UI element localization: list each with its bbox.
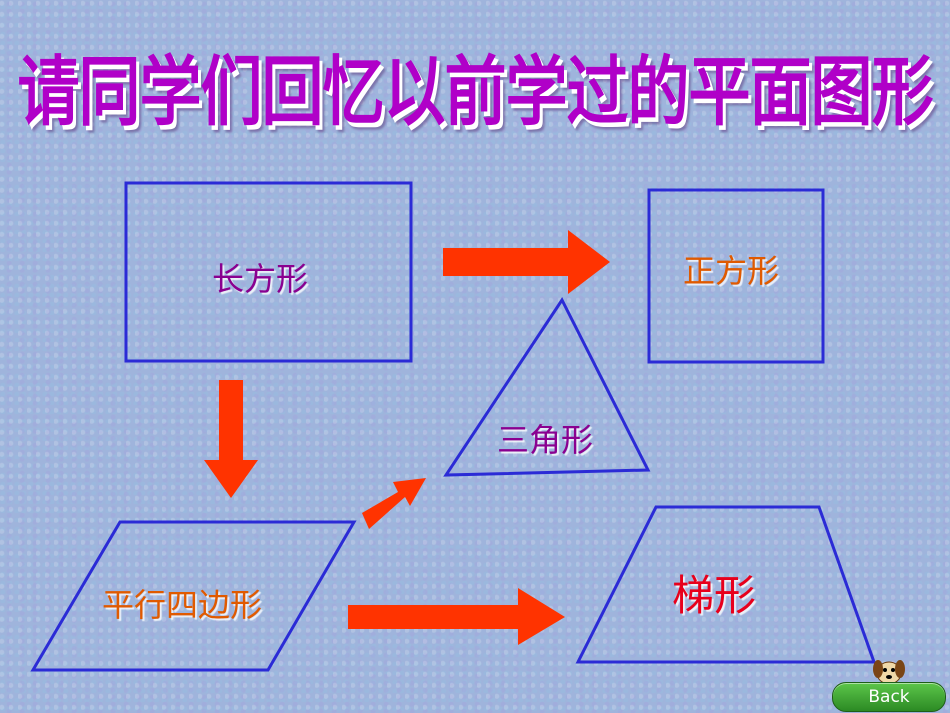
- square-label: 正方形: [683, 252, 780, 290]
- arrow-rectangle-to-parallelogram: [204, 380, 258, 498]
- rectangle-label: 长方形: [212, 260, 309, 298]
- square-shape: [647, 188, 825, 364]
- trapezoid-label: 梯形: [672, 571, 757, 620]
- back-button[interactable]: Back: [832, 682, 946, 712]
- rectangle-shape: [124, 181, 413, 363]
- triangle-label: 三角形: [497, 421, 594, 459]
- triangle-shape: [443, 297, 651, 477]
- trapezoid-shape: [575, 505, 877, 664]
- page-title: 请同学们回忆以前学过的平面图形: [17, 47, 933, 137]
- arrow-parallelogram-to-trapezoid: [348, 588, 565, 645]
- dog-icon: [873, 660, 905, 685]
- arrow-parallelogram-to-triangle: [362, 478, 426, 529]
- parallelogram-label: 平行四边形: [102, 586, 263, 624]
- parallelogram-shape: [30, 520, 357, 672]
- arrow-rectangle-to-square: [443, 230, 610, 294]
